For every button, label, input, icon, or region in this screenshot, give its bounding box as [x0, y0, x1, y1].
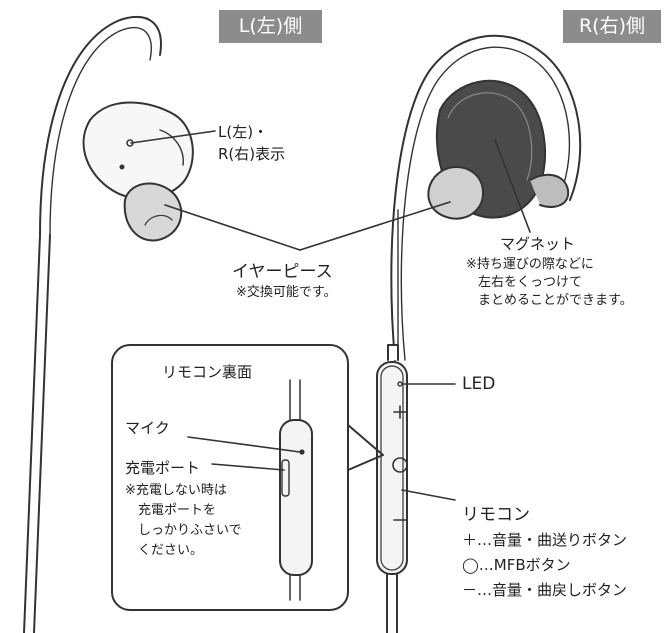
inset-cable-top: [289, 379, 301, 421]
remote-control: [376, 344, 408, 633]
inset-title: リモコン裏面: [162, 363, 253, 381]
mic-label: マイク: [125, 419, 170, 437]
left-housing: [82, 101, 194, 200]
led-dot: [397, 381, 403, 387]
left-ear-tip: [123, 182, 183, 242]
lr-indicator-label-2: R(右)表示: [218, 145, 286, 163]
right-earbud: [390, 34, 582, 361]
remote-back-inset: [111, 344, 384, 611]
leader-lines: [130, 130, 531, 501]
left-cable-2: [33, 234, 51, 633]
left-ear-hook-inner: [49, 26, 152, 236]
mfb-button: [392, 457, 408, 473]
charge-note-4: ください。: [138, 543, 204, 558]
charge-port-label: 充電ポート: [125, 459, 201, 477]
remote-function-minus: －…音量・曲戻しボタン: [462, 581, 628, 599]
left-cable: [23, 234, 41, 633]
earpiece-note: ※交換可能です。: [236, 285, 337, 300]
charge-note-3: しっかりふさいで: [138, 523, 242, 538]
magnet-note-2: 左右をくっつけて: [478, 275, 583, 290]
mic-hole: [299, 449, 305, 455]
charge-port: [281, 459, 290, 497]
magnet-note-3: まとめることができます。: [478, 293, 633, 308]
earpiece-label: イヤーピース: [232, 262, 333, 282]
remote-cable-top: [387, 344, 399, 361]
inset-remote: [279, 419, 313, 576]
left-ear-hook: [39, 15, 162, 236]
right-side-badge: R(右)側: [563, 10, 661, 43]
magnet-label: マグネット: [500, 235, 576, 253]
remote-cable-bottom: [386, 573, 398, 633]
remote-function-mfb: ◯…MFBボタン: [462, 556, 571, 574]
plus-button: [393, 405, 407, 419]
right-ear-hook-inner: [400, 46, 571, 361]
right-nozzle: [529, 173, 570, 208]
lr-indicator-label-1: L(左)・: [218, 123, 269, 141]
charge-note-1: ※充電しない時は: [125, 483, 227, 498]
right-ear-tip: [427, 166, 485, 220]
remote-label: リモコン: [462, 505, 530, 525]
magnet-note-1: ※持ち運びの際などに: [466, 257, 594, 272]
right-ear-hook: [390, 34, 582, 361]
left-side-badge: L(左)側: [219, 10, 322, 43]
inset-callout: [347, 424, 384, 471]
charge-note-2: 充電ポートを: [138, 503, 217, 518]
remote-function-plus: ＋…音量・曲送りボタン: [462, 531, 628, 549]
left-earbud: [23, 15, 194, 633]
led-label: LED: [462, 374, 496, 394]
inset-cable-bottom: [289, 574, 301, 601]
